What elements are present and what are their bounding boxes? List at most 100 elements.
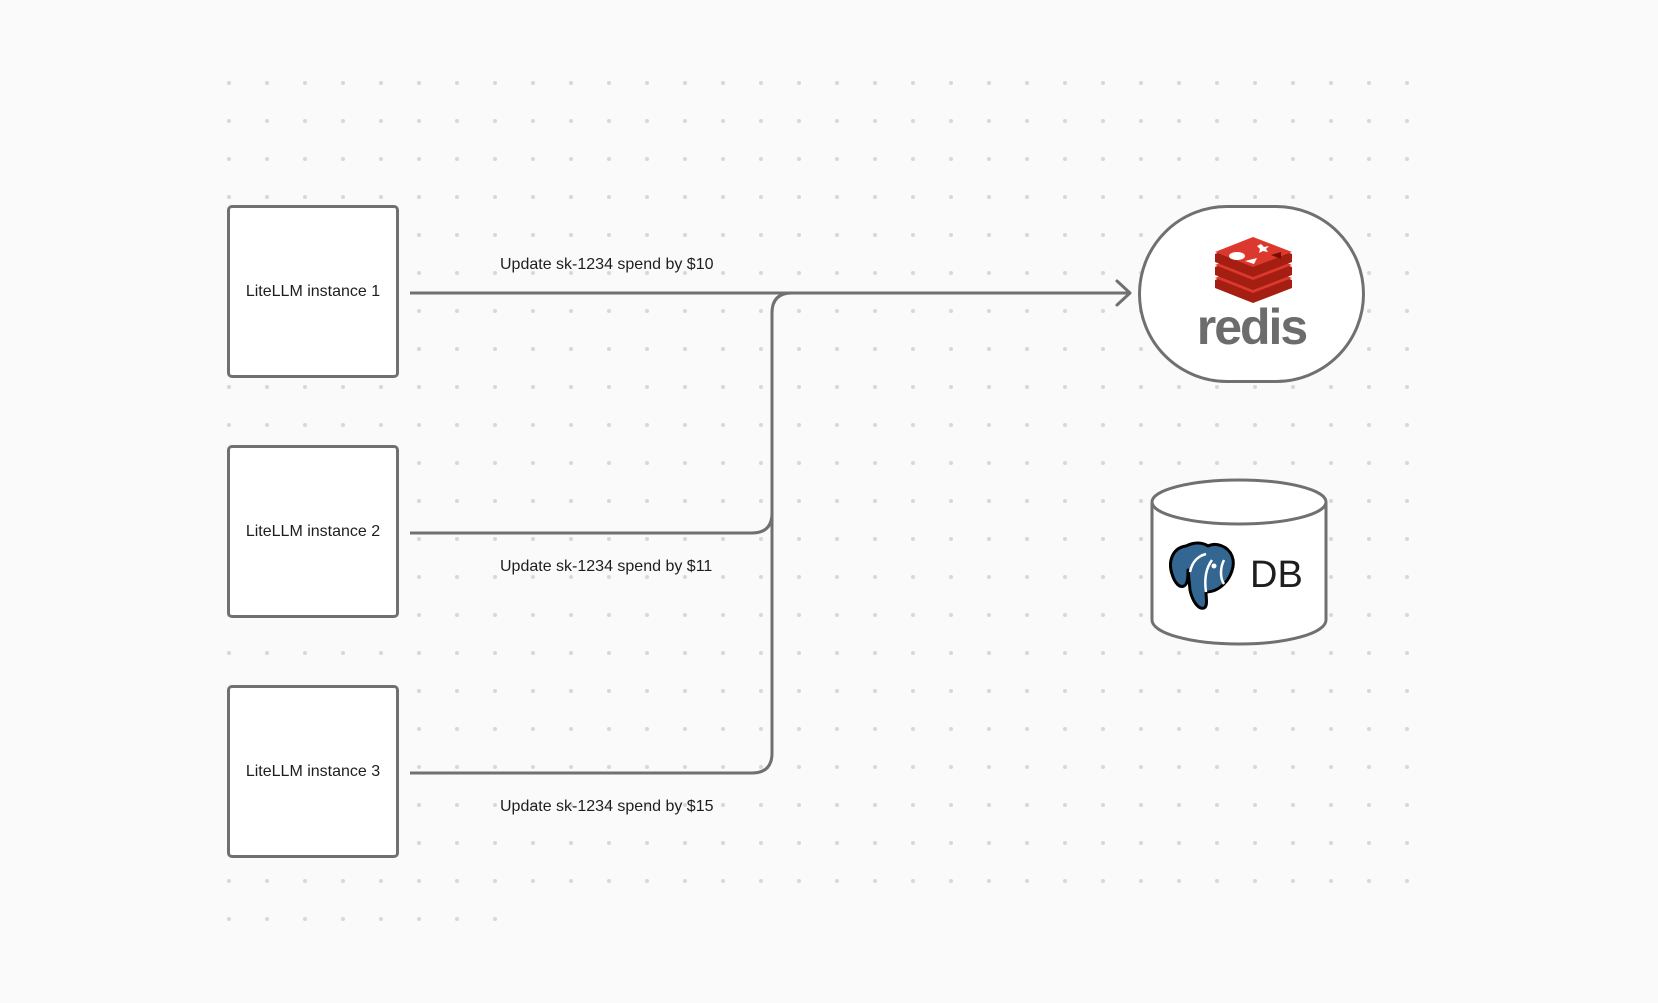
grid-dot	[911, 537, 915, 541]
grid-dot	[873, 461, 877, 465]
grid-dot	[417, 347, 421, 351]
grid-dot	[1025, 271, 1029, 275]
grid-dot	[1329, 879, 1333, 883]
grid-dot	[987, 879, 991, 883]
grid-dot	[759, 537, 763, 541]
grid-dot	[607, 233, 611, 237]
grid-dot	[759, 81, 763, 85]
grid-dot	[1025, 651, 1029, 655]
grid-dot	[835, 689, 839, 693]
grid-dot	[1405, 575, 1409, 579]
grid-dot	[1329, 157, 1333, 161]
instance-3-label: LiteLLM instance 3	[245, 762, 381, 780]
grid-dot	[493, 157, 497, 161]
grid-dot	[455, 917, 459, 921]
grid-dot	[835, 537, 839, 541]
grid-dot	[1329, 803, 1333, 807]
grid-dot	[1139, 575, 1143, 579]
grid-dot	[455, 803, 459, 807]
grid-dot	[949, 461, 953, 465]
grid-dot	[797, 423, 801, 427]
grid-dot	[493, 423, 497, 427]
grid-dot	[987, 689, 991, 693]
grid-dot	[1177, 385, 1181, 389]
grid-dot	[1139, 537, 1143, 541]
grid-dot	[721, 651, 725, 655]
grid-dot	[379, 917, 383, 921]
grid-dot	[797, 157, 801, 161]
grid-dot	[1063, 347, 1067, 351]
litellm-instance-1[interactable]: LiteLLM instance 1	[227, 205, 399, 378]
grid-dot	[1101, 689, 1105, 693]
grid-dot	[835, 195, 839, 199]
grid-dot	[569, 195, 573, 199]
grid-dot	[949, 195, 953, 199]
grid-dot	[911, 233, 915, 237]
litellm-instance-2[interactable]: LiteLLM instance 2	[227, 445, 399, 618]
grid-dot	[569, 613, 573, 617]
grid-dot	[607, 81, 611, 85]
grid-dot	[645, 765, 649, 769]
grid-dot	[1025, 309, 1029, 313]
grid-dot	[797, 689, 801, 693]
grid-dot	[797, 575, 801, 579]
grid-dot	[911, 803, 915, 807]
grid-dot	[1139, 499, 1143, 503]
grid-dot	[645, 81, 649, 85]
grid-dot	[1139, 423, 1143, 427]
grid-dot	[911, 727, 915, 731]
grid-dot	[987, 423, 991, 427]
grid-dot	[1063, 575, 1067, 579]
grid-dot	[1063, 271, 1067, 275]
grid-dot	[1329, 461, 1333, 465]
database-node[interactable]: DB	[1150, 478, 1330, 663]
grid-dot	[1139, 879, 1143, 883]
grid-dot	[797, 841, 801, 845]
grid-dot	[1025, 233, 1029, 237]
grid-dot	[1139, 347, 1143, 351]
grid-dot	[531, 879, 535, 883]
grid-dot	[569, 81, 573, 85]
grid-dot	[645, 119, 649, 123]
grid-dot	[455, 499, 459, 503]
grid-dot	[721, 271, 725, 275]
grid-dot	[227, 879, 231, 883]
grid-dot	[835, 347, 839, 351]
connector-instance-2	[410, 291, 793, 535]
grid-dot	[1139, 841, 1143, 845]
grid-dot	[1291, 157, 1295, 161]
redis-node[interactable]: redis	[1138, 205, 1365, 383]
redis-logo-icon	[1215, 237, 1292, 303]
grid-dot	[721, 385, 725, 389]
grid-dot	[1063, 841, 1067, 845]
grid-dot	[531, 195, 535, 199]
grid-dot	[911, 613, 915, 617]
grid-dot	[835, 765, 839, 769]
grid-dot	[1253, 81, 1257, 85]
grid-dot	[1215, 461, 1219, 465]
grid-dot	[1025, 689, 1029, 693]
grid-dot	[569, 537, 573, 541]
grid-dot	[227, 423, 231, 427]
grid-dot	[1101, 195, 1105, 199]
grid-dot	[455, 119, 459, 123]
grid-dot	[835, 651, 839, 655]
grid-dot	[1367, 157, 1371, 161]
grid-dot	[721, 309, 725, 313]
grid-dot	[531, 423, 535, 427]
grid-dot	[873, 651, 877, 655]
grid-dot	[417, 575, 421, 579]
grid-dot	[797, 651, 801, 655]
litellm-instance-3[interactable]: LiteLLM instance 3	[227, 685, 399, 858]
grid-dot	[683, 81, 687, 85]
grid-dot	[759, 385, 763, 389]
grid-dot	[493, 651, 497, 655]
grid-dot	[379, 157, 383, 161]
grid-dot	[721, 841, 725, 845]
grid-dot	[1177, 423, 1181, 427]
grid-dot	[531, 499, 535, 503]
grid-dot	[1063, 651, 1067, 655]
grid-dot	[1063, 765, 1067, 769]
grid-dot	[531, 537, 535, 541]
